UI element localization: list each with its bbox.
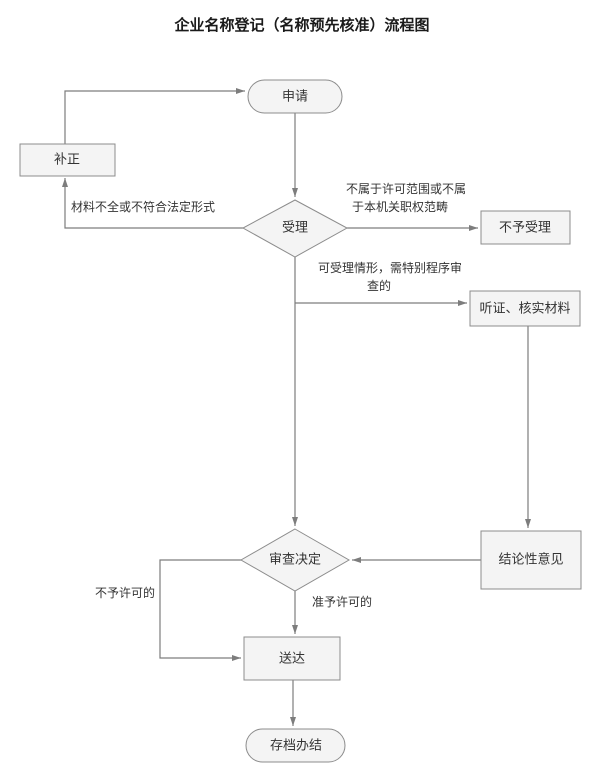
node-apply: 申请 xyxy=(247,79,343,114)
node-apply-label: 申请 xyxy=(282,90,308,105)
edge-correction-to-apply xyxy=(64,88,245,144)
node-hearing-shape xyxy=(469,290,581,327)
node-accept-shape xyxy=(241,199,349,258)
node-delivery-label: 送达 xyxy=(279,652,305,667)
node-conclusion-label: 结论性意见 xyxy=(498,552,563,568)
edge-label-special-review-line1: 可受理情形，需特别程序审 xyxy=(318,260,462,275)
node-correction-shape xyxy=(19,143,116,177)
node-hearing: 听证、核实材料 xyxy=(469,290,581,327)
edge-label-permitted: 准予许可的 xyxy=(312,594,372,609)
node-review-label: 审查决定 xyxy=(269,553,321,568)
node-review: 审查决定 xyxy=(239,528,351,592)
node-not-accept-label: 不予受理 xyxy=(499,221,551,236)
edge-label-incomplete: 材料不全或不符合法定形式 xyxy=(71,199,215,214)
node-conclusion: 结论性意见 xyxy=(480,530,582,590)
node-archive-shape xyxy=(245,728,346,763)
node-hearing-label: 听证、核实材料 xyxy=(479,302,570,317)
node-correction: 补正 xyxy=(19,143,116,177)
page-title: 企业名称登记（名称预先核准）流程图 xyxy=(173,16,429,34)
edge-label-out-of-scope-line2: 于本机关职权范畴 xyxy=(352,200,448,214)
node-apply-shape xyxy=(247,79,343,114)
edge-label-special-review-line2: 查的 xyxy=(367,278,391,293)
node-archive: 存档办结 xyxy=(245,728,346,763)
node-conclusion-shape xyxy=(480,530,582,590)
edge-accept-to-correction xyxy=(62,178,243,229)
node-review-shape xyxy=(239,528,351,592)
edge-label-out-of-scope-line1: 不属于许可范围或不属 xyxy=(346,182,466,196)
node-delivery: 送达 xyxy=(243,636,341,681)
node-accept-label: 受理 xyxy=(282,221,308,236)
edge-label-not-permitted: 不予许可的 xyxy=(95,585,155,600)
node-not-accept-shape xyxy=(480,210,571,245)
node-delivery-shape xyxy=(243,636,341,681)
node-accept: 受理 xyxy=(241,199,349,258)
edge-review-to-delivery-denied xyxy=(159,559,241,661)
node-archive-label: 存档办结 xyxy=(270,739,322,754)
node-correction-label: 补正 xyxy=(54,153,80,168)
node-not-accept: 不予受理 xyxy=(480,210,571,245)
